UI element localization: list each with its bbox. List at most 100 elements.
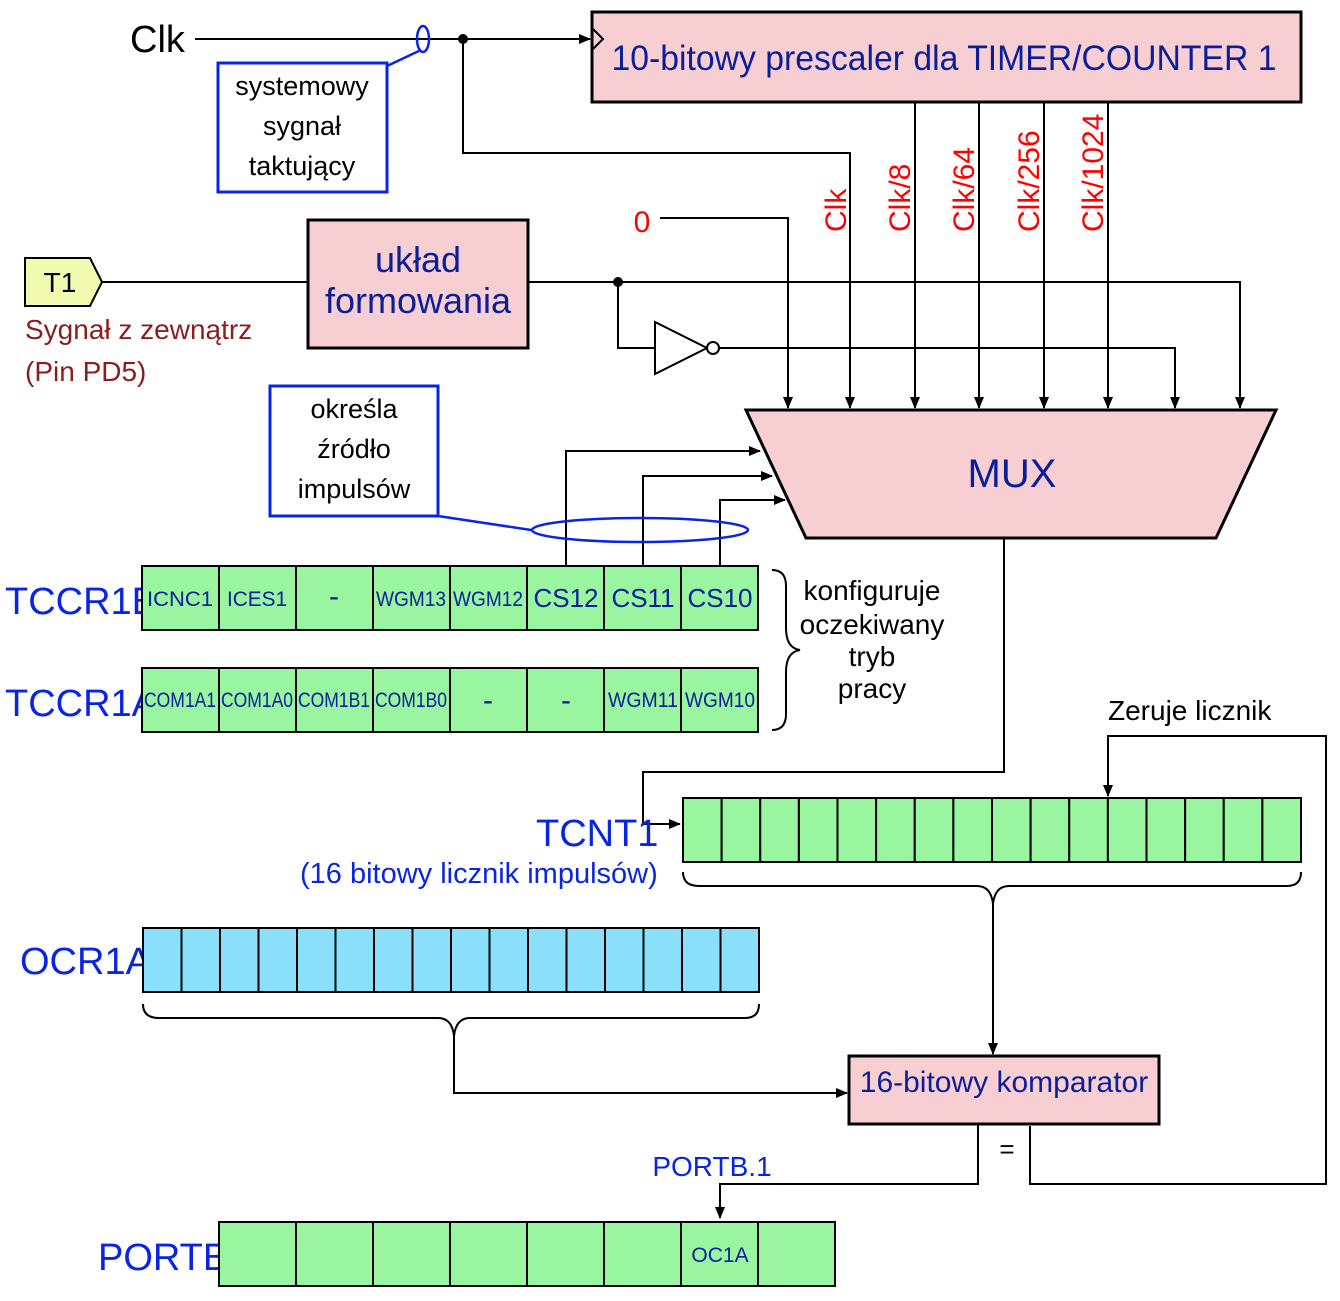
prescaler-block: 10-bitowy prescaler dla TIMER/COUNTER 1 (590, 10, 1303, 104)
t1-pin-label: T1 (44, 267, 77, 298)
clk-marker-ellipse (415, 24, 431, 54)
ocr1a-bit-cell (642, 927, 683, 993)
inverter-symbol (654, 320, 720, 376)
tcnt1-bit-cell (682, 797, 723, 863)
clock-note: systemowy sygnał taktujący (216, 61, 389, 194)
tccr1a-bit-cell (449, 667, 528, 733)
tccr1a-bit-cell (372, 667, 451, 733)
tccr1b-bit-cell (372, 565, 451, 631)
tap-label-clk1024: Clk/1024 (1077, 114, 1110, 232)
tcnt1-bit-cell (875, 797, 916, 863)
reset-wire (1029, 735, 1327, 1185)
t1-pin: T1 (24, 257, 104, 307)
tccr1a-name: TCCR1A (5, 683, 158, 725)
shaper-line1: układ (375, 239, 461, 280)
tccr1a-bit-cell (218, 667, 297, 733)
tcnt1-bit-cell (1068, 797, 1109, 863)
ocr1a-bit-cell (180, 927, 221, 993)
source-note-line2: źródło (317, 434, 391, 464)
tccr1b-bit6: ICES1 (227, 588, 287, 611)
clock-note-line2: sygnał (263, 111, 341, 141)
mux-block: MUX (743, 408, 1279, 540)
ocr1a-bit-cell (411, 927, 452, 993)
portb1-label: PORTB.1 (652, 1151, 771, 1182)
cs11-select-wire (642, 471, 773, 577)
portb-bit-cell (218, 1221, 297, 1287)
cs12-select-wire (565, 446, 761, 577)
tcnt1-bit-cell (759, 797, 800, 863)
t1-rising-wire (528, 281, 1245, 409)
tap-label-clk64: Clk/64 (948, 147, 981, 232)
ocr1a-bit-cell (142, 927, 183, 993)
tcnt1-brace (682, 871, 1302, 905)
comparator-label: 16-bitowy komparator (860, 1066, 1148, 1099)
clk-label: Clk (130, 19, 186, 61)
ocr1a-bit-cell (488, 927, 529, 993)
tcnt1-bit-cell (836, 797, 878, 863)
ocr1a-bit-cell (527, 927, 568, 993)
control-brace (771, 569, 801, 731)
tccr1b-bit-cell (449, 565, 528, 631)
clock-note-line3: taktujący (249, 151, 356, 181)
shaper-line2: formowania (325, 280, 512, 321)
mux-label: MUX (968, 452, 1057, 496)
ocr1a-bit-cell (565, 927, 606, 993)
comparator-block: 16-bitowy komparator (847, 1054, 1161, 1126)
mode-note: konfiguruje oczekiwany tryb pracy (800, 575, 945, 704)
tccr1b-bit-cell (218, 565, 297, 631)
tccr1b-bit-cell (680, 565, 759, 631)
ocr1a-to-comparator-wire (453, 1036, 848, 1098)
tccr1a-bit1: WGM11 (608, 689, 678, 712)
ocr1a-bit-cell (604, 927, 645, 993)
compare-output-wire (715, 1124, 979, 1219)
tccr1a-bit-cell (603, 667, 682, 733)
tccr1b-bit7: ICNC1 (147, 588, 213, 611)
tccr1b-bit2: CS12 (533, 583, 598, 613)
source-note-line3: impulsów (298, 474, 411, 504)
tap-label-clk256: Clk/256 (1013, 130, 1046, 232)
ocr1a-register (142, 927, 760, 993)
tccr1a-bit7: COM1A1 (144, 689, 216, 712)
tccr1a-bit-cell (526, 667, 605, 733)
cs10-select-wire (719, 495, 786, 577)
tccr1a-bit0: WGM10 (685, 689, 755, 712)
ocr1a-bit-cell (257, 927, 298, 993)
ocr1a-bit-cell (296, 927, 337, 993)
tccr1b-bit1: CS11 (611, 583, 674, 613)
source-note-line1: określa (310, 394, 398, 424)
portb-name: PORTB (98, 1237, 228, 1279)
t1-desc-line2: (Pin PD5) (25, 356, 146, 387)
tcnt1-bit-cell (952, 797, 994, 863)
tccr1b-bit-cell (603, 565, 682, 631)
tcnt1-bit-cell (1184, 797, 1225, 863)
tcnt1-bit-cell (797, 797, 839, 863)
mux-output-wire (642, 538, 1005, 829)
prescaler-label: 10-bitowy prescaler dla TIMER/COUNTER 1 (612, 39, 1277, 78)
portb-bit-cell (295, 1221, 374, 1287)
ocr1a-brace (142, 1003, 760, 1037)
tccr1a-bit-cell (295, 667, 374, 733)
mode-note-line2: oczekiwany (800, 609, 945, 640)
tcnt1-register (682, 797, 1303, 863)
tccr1a-bit-cell (680, 667, 759, 733)
clock-note-line1: systemowy (235, 71, 369, 101)
tcnt1-bit-cell (1261, 797, 1303, 863)
tcnt1-bit-cell (991, 797, 1032, 863)
zero-wire (660, 217, 793, 409)
tccr1b-bit5: - (329, 580, 339, 613)
tccr1a-bit3: - (483, 684, 493, 717)
mode-note-line1: konfiguruje (804, 575, 941, 606)
tccr1b-register: ICNC1 ICES1 - WGM13 WGM12 CS12 CS11 CS10 (141, 565, 759, 631)
t1-falling-wire (719, 347, 1180, 409)
tcnt1-name: TCNT1 (536, 813, 658, 855)
tccr1a-bit2: - (561, 684, 571, 717)
portb-bit-cell (603, 1221, 682, 1287)
ocr1a-bit-cell (719, 927, 760, 993)
clk-direct-wire (462, 39, 855, 409)
portb-bit-cell (757, 1221, 836, 1287)
reset-note: Zeruje licznik (1108, 695, 1272, 726)
tccr1a-bit-cell (141, 667, 220, 733)
tccr1b-bit0: CS10 (687, 583, 752, 613)
tcnt1-bit-cell (1222, 797, 1264, 863)
